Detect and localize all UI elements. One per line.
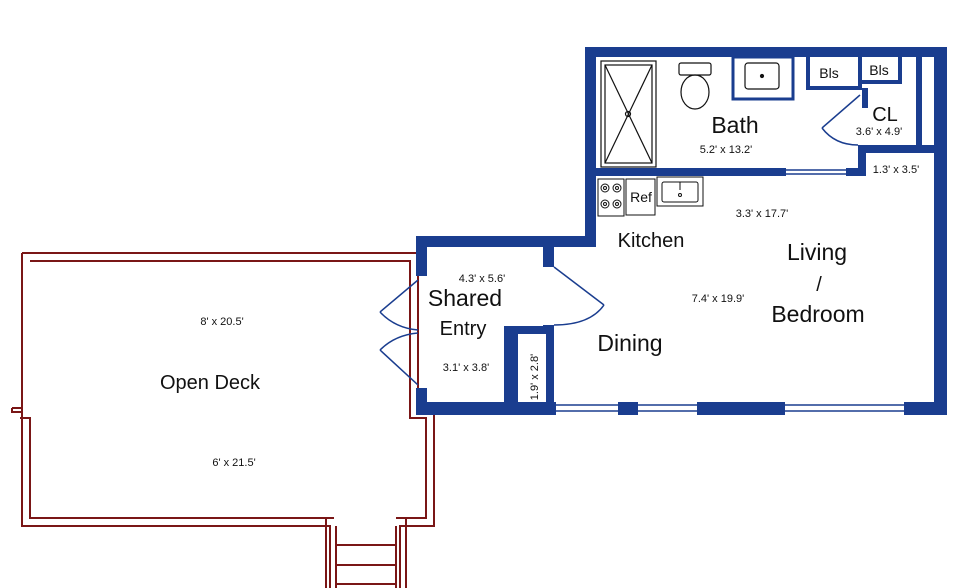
bath-dimensions: 5.2' x 13.2' [700,144,753,156]
living-label: Living [787,239,847,265]
linen-closet-1-label: Bls [819,65,838,81]
living-slash: / [816,274,822,296]
entry-top-dimensions: 4.3' x 5.6' [459,273,505,285]
shower [600,60,657,168]
living-dimensions: 7.4' x 19.9' [692,293,745,305]
entry-bottom-dimensions: 3.1' x 3.8' [443,362,489,374]
deck-bottom-dimensions: 6' x 21.5' [212,457,255,469]
exterior-walls [416,47,947,415]
toilet [678,62,712,110]
entry-label-line1: Shared [428,285,502,311]
kitchen-sink [656,176,704,207]
linen-closet-2-label: Bls [869,62,888,78]
deck-label: Open Deck [160,372,261,394]
refrigerator-label: Ref [630,189,652,205]
entry-label-line2: Entry [440,318,487,340]
interior-walls [504,57,934,415]
bath-sink [731,55,795,101]
kitchen-label: Kitchen [618,230,685,252]
closet-dimensions: 3.6' x 4.9' [856,126,902,138]
deck-stairs [325,518,407,588]
closet-label: CL [872,104,898,126]
doors [379,94,861,386]
refrigerator [625,178,656,216]
deck-top-dimensions: 8' x 20.5' [200,316,243,328]
hall-dimensions: 1.3' x 3.5' [873,164,919,176]
open-deck [11,252,435,588]
bedroom-label: Bedroom [771,301,864,327]
dining-nook-dimensions: 1.9' x 2.8' [529,354,541,400]
windows [556,169,904,412]
kitchen-dimensions: 3.3' x 17.7' [736,208,789,220]
stove-icon [597,178,625,217]
dining-label: Dining [597,330,662,356]
bath-label: Bath [711,112,758,138]
